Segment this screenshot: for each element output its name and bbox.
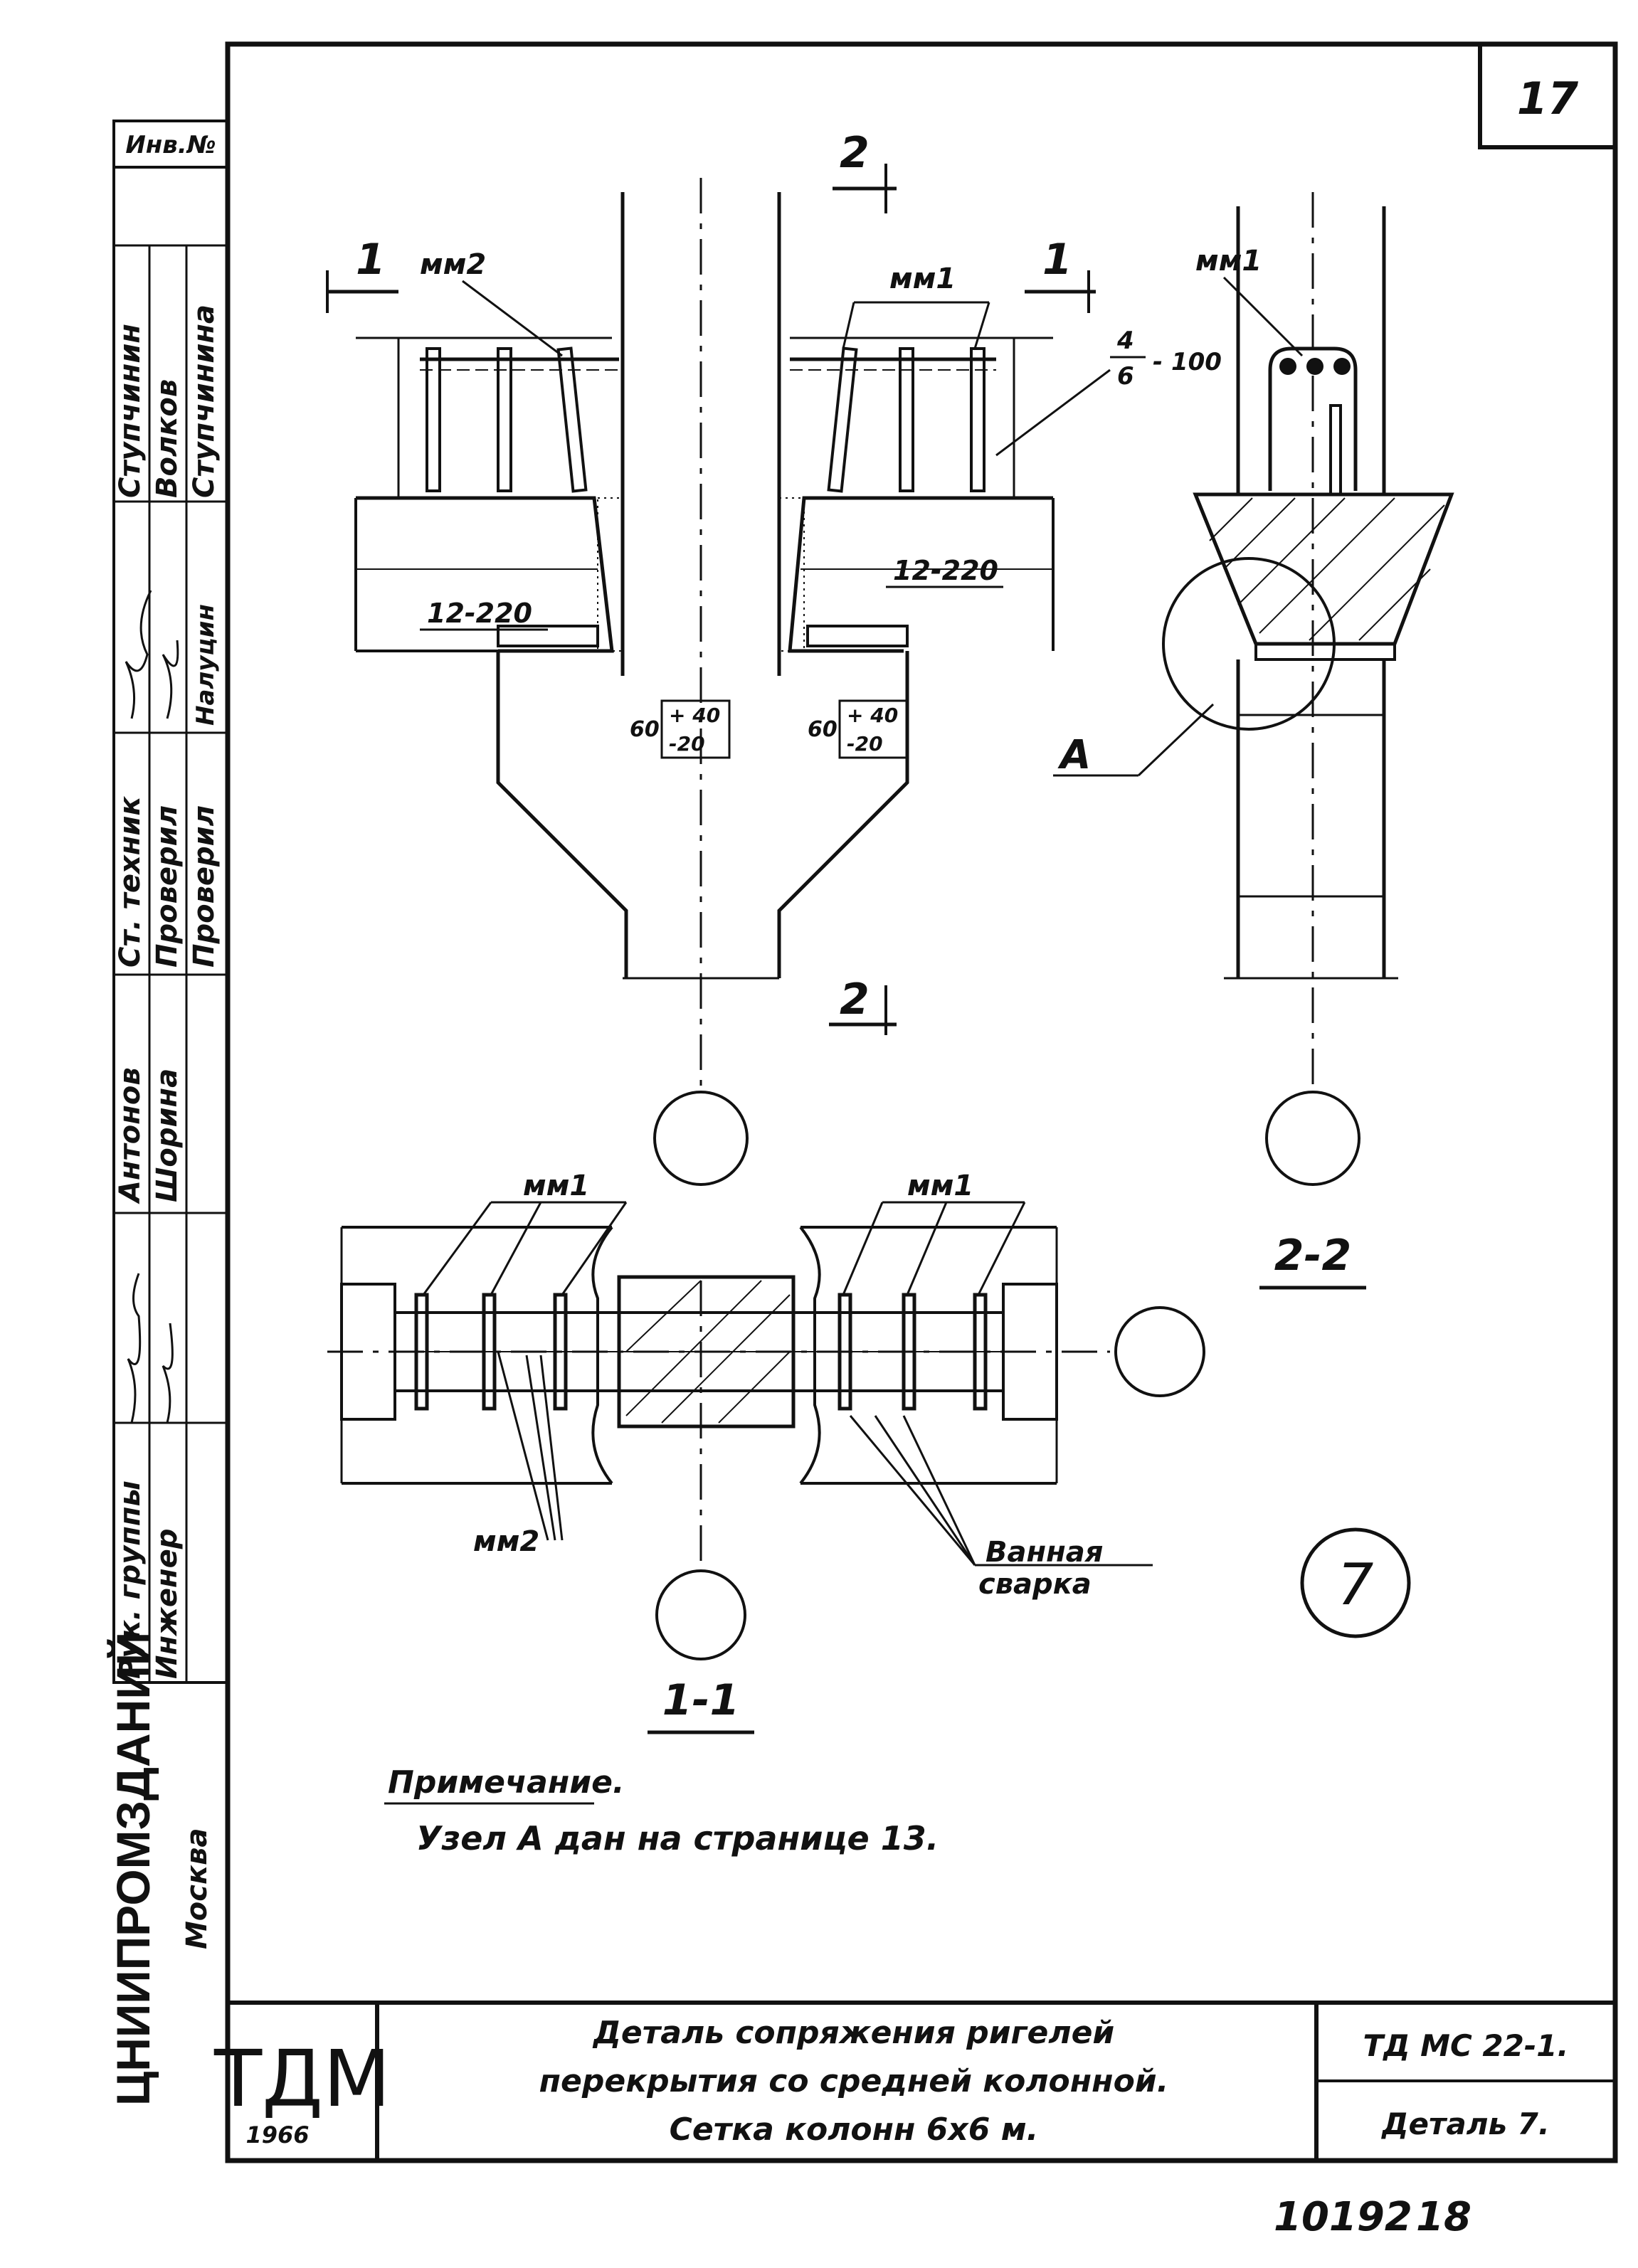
institute-name: ЦНИИПРОМЗДАНИЙ [106, 1632, 159, 2106]
title-line-1: Деталь сопряжения ригелей [592, 2015, 1115, 2051]
stamp-role-2: Проверил [151, 805, 184, 968]
label-mm2-plan: мм2 [473, 1525, 539, 1558]
stamp-role-3: Проверил [188, 805, 221, 968]
inventory-label: Инв.№ [125, 131, 216, 159]
axis-bubble-front [653, 1091, 749, 1186]
section-mark-1-left: 1 [356, 235, 386, 285]
tol-minus-left: -20 [669, 732, 705, 756]
detail-number: 7 [1338, 1552, 1374, 1618]
label-mm1-plan-right: мм1 [907, 1170, 973, 1202]
stamp-name-1: Ступчинин [114, 324, 147, 498]
node-a-circle [1162, 557, 1336, 731]
signature-4 [162, 1323, 174, 1424]
stamp-role-4: Рук. группы [114, 1480, 147, 1679]
view-label-2-2: 2-2 [1274, 1231, 1351, 1281]
mesh-label-left: 12-220 [427, 598, 532, 629]
tol-minus-right: -20 [847, 732, 883, 756]
section-2-2: А мм1 2-2 [1053, 192, 1454, 1290]
tol-plus-left: + 40 [669, 704, 720, 727]
stamp-signature-note: Налуцин [191, 604, 220, 726]
label-mm1-front: мм1 [889, 263, 956, 295]
title-line-3: Сетка колонн 6х6 м. [670, 2111, 1039, 2148]
section-mark-1-right: 1 [1042, 235, 1072, 285]
drawing-code: ТД МС 22-1. [1363, 2028, 1569, 2063]
stamp-name-3: Ступчинина [188, 304, 221, 498]
axis-bubble-section [1265, 1091, 1360, 1186]
dim-60-right: 60 [808, 717, 838, 742]
page-number: 17 [1517, 73, 1579, 124]
label-mm2-front: мм2 [420, 248, 486, 281]
rebar-note-num: 4 [1116, 327, 1134, 355]
signature-2 [162, 640, 179, 719]
label-mm1-plan-left: мм1 [523, 1170, 589, 1202]
section-mark-2-bottom: 2 [840, 975, 870, 1024]
weld-label-1: Ванная [986, 1536, 1103, 1569]
stamp-role-5: Инженер [151, 1529, 184, 1679]
axis-bubble-plan-right [1114, 1306, 1205, 1397]
view-label-1-1: 1-1 [662, 1675, 739, 1725]
signature-3 [127, 1273, 142, 1424]
archive-number: 10192 [1274, 2194, 1412, 2240]
detail-label: Деталь 7. [1380, 2107, 1550, 2141]
node-a-label: А [1057, 732, 1091, 778]
weld-label-2: сварка [978, 1568, 1092, 1601]
stamp-name-2: Волков [151, 379, 184, 498]
title-line-2: перекрытия со средней колонной. [539, 2063, 1169, 2099]
signature-1 [125, 590, 152, 719]
front-view: 1 1 2 2 мм2 мм1 4 6 - 100 12-220 12-220 … [326, 128, 1222, 1186]
stamp-role-1: Ст. техник [114, 796, 147, 968]
page-number-box [1478, 42, 1617, 149]
section-mark-2-top: 2 [840, 128, 870, 178]
section-1-1: 1-1 мм1 мм1 мм2 Ванная сварка [327, 1170, 1205, 1734]
note-text: Узел А дан на странице 13. [416, 1819, 939, 1858]
tol-plus-right: + 40 [847, 704, 898, 727]
year: 1966 [245, 2121, 309, 2148]
archive-page: 18 [1416, 2194, 1471, 2240]
logo-tdm: ТДМ [213, 2033, 391, 2124]
mesh-label-right: 12-220 [893, 555, 998, 586]
institute-city: Москва [181, 1828, 213, 1949]
note-heading: Примечание. [388, 1764, 625, 1801]
title-block: ТДМ 1966 Деталь сопряжения ригелей перек… [213, 2001, 1615, 2161]
detail-number-circle [1300, 1527, 1411, 1638]
stamp-name-4: Антонов [114, 1067, 147, 1204]
dim-60-left: 60 [630, 717, 660, 742]
label-mm1-section: мм1 [1195, 245, 1262, 277]
left-stamp: Инв.№ Ст. техник Проверил Проверил Ступч… [106, 120, 229, 2106]
stamp-name-5: Шорина [151, 1069, 184, 1202]
rebar-note-den: 6 [1117, 362, 1134, 391]
axis-bubble-plan-bottom [655, 1569, 746, 1660]
rebar-note-step: - 100 [1153, 348, 1222, 376]
